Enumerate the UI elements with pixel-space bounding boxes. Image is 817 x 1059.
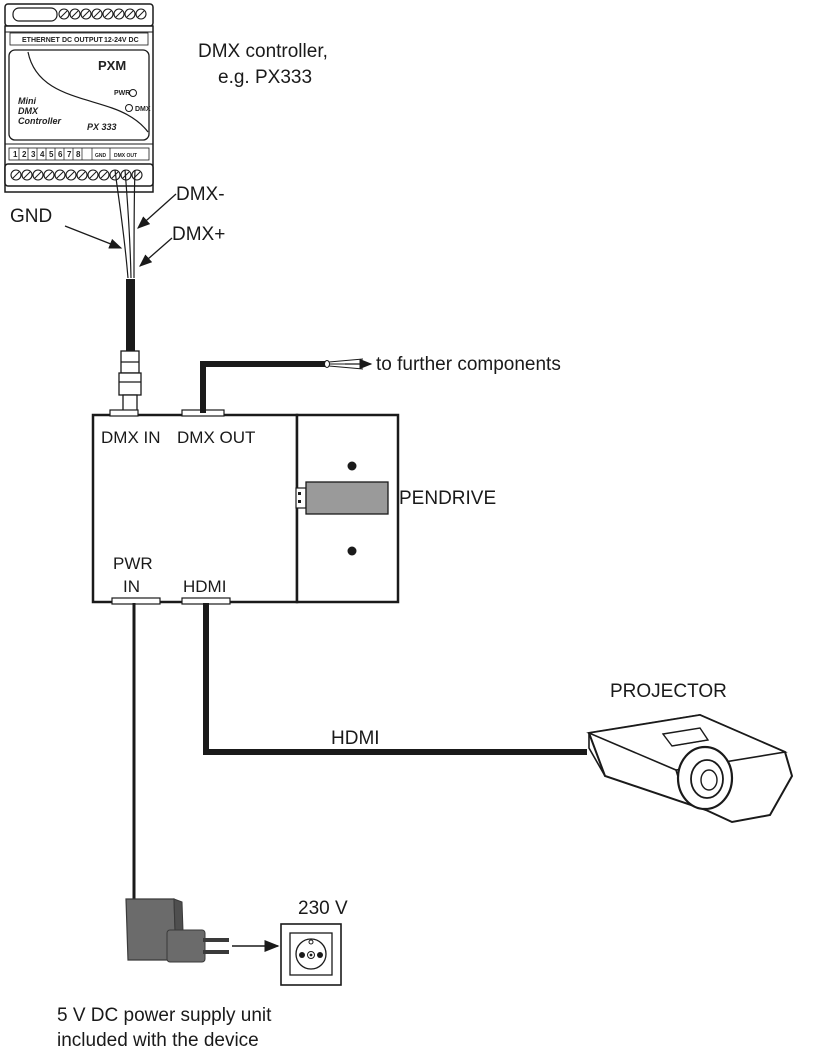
projector [586, 713, 794, 824]
pendrive [295, 481, 389, 515]
svg-text:8: 8 [76, 150, 81, 159]
power-supply-unit [125, 898, 229, 963]
svg-text:3: 3 [31, 150, 36, 159]
projector-label: PROJECTOR [610, 681, 727, 702]
hdmi-cable [203, 603, 587, 755]
led-dmx-icon [125, 104, 133, 112]
wire-label-gnd: GND [10, 206, 52, 227]
dmx-cable [126, 279, 135, 351]
controller-model: PX 333 [87, 122, 117, 132]
further-components-label: to further components [376, 354, 561, 375]
svg-text:5: 5 [49, 150, 54, 159]
svg-text:7: 7 [67, 150, 72, 159]
wall-socket-icon [280, 923, 342, 986]
screw-bottom-icon [347, 546, 357, 556]
pwr-in-port [111, 597, 161, 605]
brand-logo-text: PXM [98, 58, 126, 73]
port-label-hdmi: HDMI [183, 577, 226, 596]
hdmi-cable-label: HDMI [331, 728, 380, 749]
svg-text:2: 2 [22, 150, 27, 159]
led-pwr-icon [129, 89, 137, 97]
socket-voltage-label: 230 V [298, 898, 348, 919]
led-pwr-label: PWR [114, 90, 130, 97]
wire-label-dmx-minus: DMX- [176, 184, 225, 205]
port-label-pwr: PWR [113, 554, 153, 573]
port-label-in: IN [123, 577, 140, 596]
label-12-24v: 12-24V DC [104, 37, 139, 44]
pendrive-label: PENDRIVE [399, 488, 496, 509]
svg-text:4: 4 [40, 150, 45, 159]
dmx-out-cable [200, 361, 326, 413]
xlr-plug [118, 350, 142, 416]
controller-caption-2: e.g. PX333 [218, 67, 312, 88]
dmx-controller: ETHERNET DC OUTPUT 12-24V DC PXM Mini DM… [4, 3, 154, 193]
dmx-in-port [109, 409, 139, 417]
svg-text:6: 6 [58, 150, 63, 159]
screw-top-icon [347, 461, 357, 471]
controller-name-2: DMX [18, 106, 39, 116]
controller-name-3: Controller [18, 116, 61, 126]
svg-text:1: 1 [13, 150, 18, 159]
port-label-dmx-in: DMX IN [101, 428, 161, 447]
controller-caption-1: DMX controller, [198, 41, 328, 62]
led-dmx-label: DMX [135, 106, 151, 113]
bottom-terminal-numbers: 1 2 3 4 5 6 7 8 GND DMX OUT [8, 147, 150, 161]
svg-text:DMX OUT: DMX OUT [114, 153, 137, 159]
svg-text:GND: GND [95, 153, 107, 159]
psu-caption-1: 5 V DC power supply unit [57, 1005, 272, 1026]
psu-caption-2: included with the device [57, 1030, 259, 1051]
controller-name-1: Mini [18, 96, 36, 106]
port-label-dmx-out: DMX OUT [177, 428, 255, 447]
dmx-wires [114, 169, 136, 279]
label-dc-output: DC OUTPUT [62, 37, 104, 44]
wire-label-dmx-plus: DMX+ [172, 224, 225, 245]
label-ethernet: ETHERNET [22, 37, 60, 44]
